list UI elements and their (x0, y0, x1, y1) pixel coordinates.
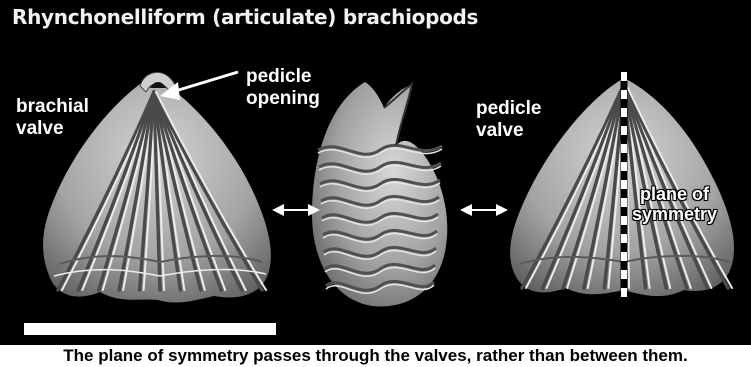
brachial-valve-label-line1: brachial (16, 96, 89, 118)
pedicle-valve-label: pedicle valve (476, 98, 541, 142)
plane-of-symmetry-label-line1: plane of (632, 184, 717, 204)
pedicle-opening-label-line1: pedicle (246, 66, 320, 88)
pedicle-opening-label-line2: opening (246, 88, 320, 110)
brachial-valve-label-line2: valve (16, 118, 89, 140)
pedicle-valve-label-line2: valve (476, 120, 541, 142)
plane-of-symmetry-label-line2: symmetry (632, 204, 717, 224)
figure-title: Rhynchonelliform (articulate) brachiopod… (12, 5, 478, 29)
side-view-shell (312, 82, 447, 306)
right-double-arrow (460, 204, 508, 216)
figure-caption: The plane of symmetry passes through the… (0, 345, 751, 367)
plane-of-symmetry-label: plane of symmetry (632, 184, 717, 224)
pedicle-valve-label-line1: pedicle (476, 98, 541, 120)
scale-bar (24, 323, 276, 335)
brachial-valve-label: brachial valve (16, 96, 89, 140)
pedicle-opening-label: pedicle opening (246, 66, 320, 110)
